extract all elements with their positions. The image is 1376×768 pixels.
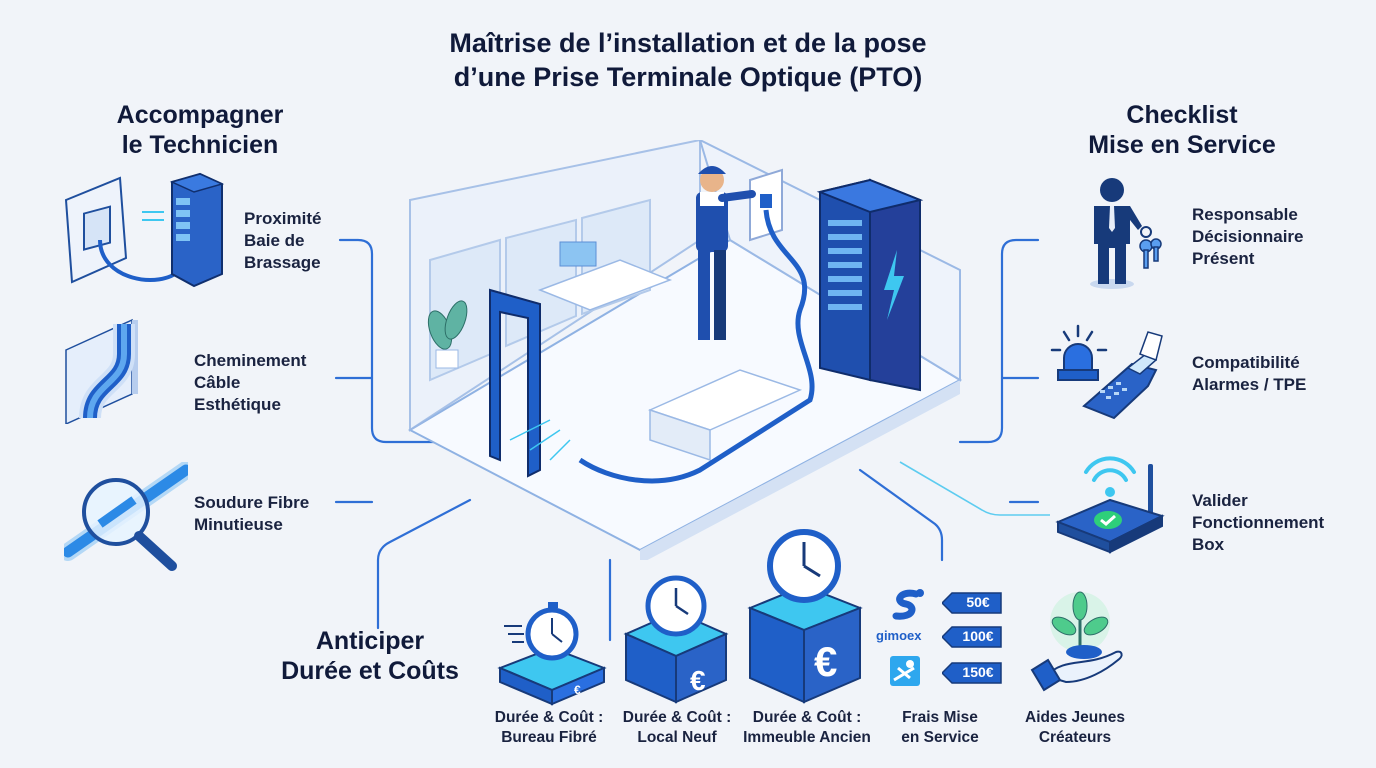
left-heading-line-2: le Technicien — [121, 131, 279, 159]
caption-immeuble-ancien: Durée & Coût : Immeuble Ancien — [738, 708, 876, 748]
label-line: Brassage — [244, 253, 321, 272]
clock-medium-block-icon: € — [622, 572, 730, 706]
person-keys-icon — [1084, 174, 1174, 290]
label-line: Alarmes / TPE — [1192, 375, 1307, 394]
router-check-icon — [1052, 452, 1176, 556]
svg-text:€: € — [690, 665, 706, 696]
label-line: Box — [1192, 535, 1225, 554]
left-section-heading: Accompagner le Technicien — [70, 100, 330, 160]
caption-line: Frais Mise — [902, 709, 978, 726]
right-heading-line-1: Checklist — [1126, 101, 1238, 129]
caption-local-neuf: Durée & Coût : Local Neuf — [614, 708, 740, 748]
label-line: Valider — [1192, 491, 1248, 510]
provider-price-tags-icon: gimoex 50€ 100€ 150€ — [876, 586, 1010, 696]
cable-trunking-icon — [62, 314, 182, 424]
price-value: 50€ — [966, 594, 990, 610]
clock-large-block-icon: € — [746, 526, 864, 706]
label-line: Décisionnaire — [1192, 227, 1304, 246]
left-item-1-label: Proximité Baie de Brassage — [244, 208, 321, 274]
label-line: Minutieuse — [194, 515, 283, 534]
left-heading-line-1: Accompagner — [116, 101, 284, 129]
svg-text:€: € — [814, 638, 837, 685]
provider-s-logo — [892, 589, 924, 620]
label-line: Présent — [1192, 249, 1255, 268]
magnifier-fiber-icon — [64, 462, 188, 572]
price-tag-50: 50€ — [942, 592, 1002, 614]
bottom-section-heading: Anticiper Durée et Coûts — [250, 626, 490, 686]
stopwatch-small-block-icon: € — [494, 596, 610, 706]
provider-gimoex-logo: gimoex — [876, 628, 922, 643]
caption-line: Durée & Coût : — [622, 709, 732, 726]
caption-frais-mise-en-service: Frais Mise en Service — [880, 708, 1000, 748]
fiber-cable — [578, 209, 815, 484]
bottom-heading-line-2: Durée et Coûts — [281, 657, 459, 685]
technician — [696, 166, 756, 340]
label-line: Câble — [194, 373, 241, 392]
price-tag-100: 100€ — [942, 626, 1002, 648]
label-line: Proximité — [244, 209, 322, 228]
caption-line: Créateurs — [1038, 729, 1112, 746]
caption-line: Durée & Coût : — [494, 709, 604, 726]
price-tag-150: 150€ — [942, 662, 1002, 684]
price-value: 150€ — [962, 664, 994, 680]
label-line: Baie de — [244, 231, 305, 250]
label-line: Soudure Fibre — [194, 493, 310, 512]
right-item-3-label: Valider Fonctionnement Box — [1192, 490, 1324, 556]
provider-runner-logo — [890, 656, 920, 686]
caption-line: en Service — [901, 729, 979, 746]
page-title: Maîtrise de l’installation et de la pose… — [0, 26, 1376, 94]
center-illustration — [400, 140, 980, 560]
caption-line: Aides Jeunes — [1025, 709, 1125, 726]
caption-bureau-fibre: Durée & Coût : Bureau Fibré — [486, 708, 612, 748]
caption-line: Durée & Coût : — [752, 709, 862, 726]
label-line: Responsable — [1192, 205, 1298, 224]
svg-text:€: € — [574, 683, 581, 697]
caption-line: Immeuble Ancien — [743, 729, 871, 746]
right-item-2-label: Compatibilité Alarmes / TPE — [1192, 352, 1306, 396]
label-line: Fonctionnement — [1192, 513, 1325, 532]
right-section-heading: Checklist Mise en Service — [1052, 100, 1312, 160]
title-line-2: d’une Prise Terminale Optique (PTO) — [453, 62, 923, 92]
label-line: Compatibilité — [1192, 353, 1300, 372]
alarm-payment-terminal-icon — [1044, 320, 1184, 420]
caption-aides-jeunes-createurs: Aides Jeunes Créateurs — [1012, 708, 1138, 748]
label-line: Cheminement — [194, 351, 307, 370]
server-racks — [816, 178, 924, 392]
right-heading-line-2: Mise en Service — [1088, 131, 1276, 159]
label-line: Esthétique — [194, 395, 281, 414]
right-item-1-label: Responsable Décisionnaire Présent — [1192, 204, 1304, 270]
title-line-1: Maîtrise de l’installation et de la pose — [449, 28, 927, 58]
left-item-2-label: Cheminement Câble Esthétique — [194, 350, 306, 416]
patch-panel-icon — [60, 170, 240, 290]
left-item-3-label: Soudure Fibre Minutieuse — [194, 492, 309, 536]
caption-line: Bureau Fibré — [501, 729, 597, 746]
price-value: 100€ — [962, 628, 994, 644]
bottom-heading-line-1: Anticiper — [315, 627, 425, 655]
door-frame — [489, 288, 541, 478]
hand-plant-icon — [1026, 586, 1136, 696]
caption-line: Local Neuf — [637, 729, 717, 746]
